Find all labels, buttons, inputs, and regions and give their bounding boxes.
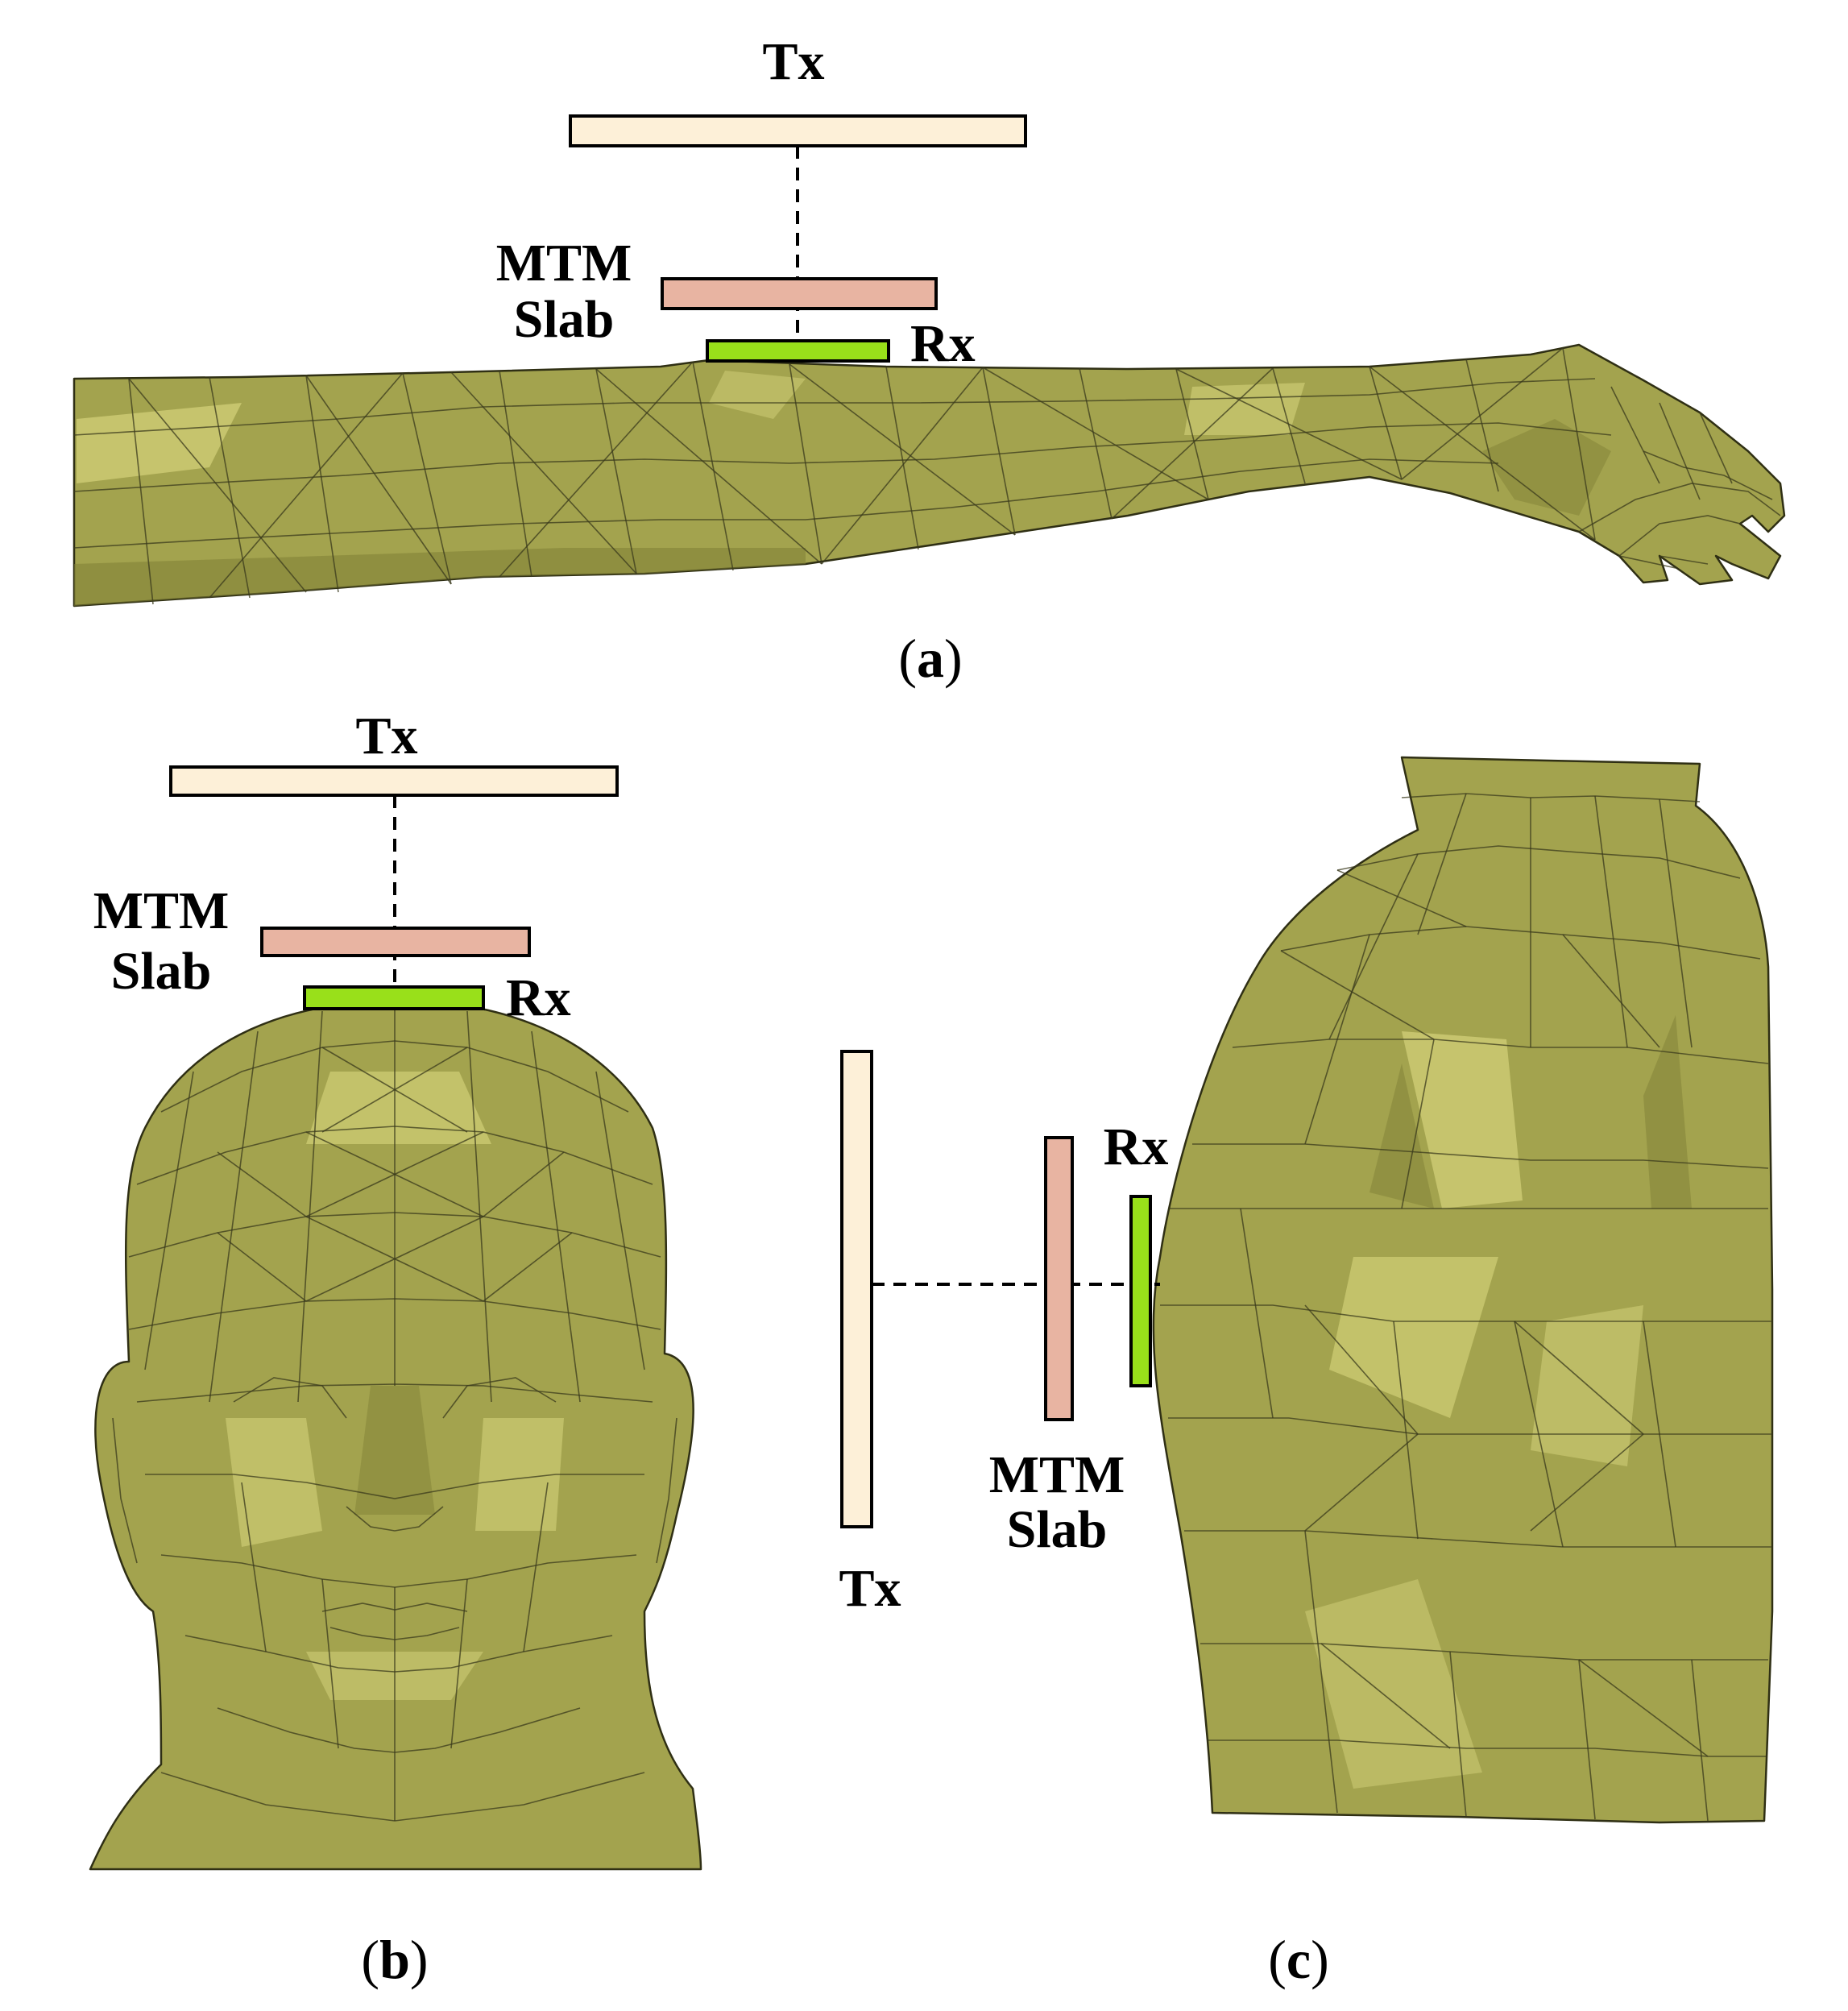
rx-label-b: Rx [506,968,571,1027]
tx-antenna-c: Tx [839,1050,901,1618]
tx-antenna-b: Tx [169,707,619,797]
panel-a: Tx MTM Slab Rx (a) [73,32,1786,689]
head-body [89,999,702,1871]
arm-highlight-3 [709,371,806,419]
caption-b: (b) [361,1929,428,1990]
arm-highlight-1 [77,403,242,483]
mtm-slab-a: MTM Slab [496,234,938,349]
head-mesh-lines [112,1001,677,1822]
mtm-slab-c: MTM Slab [989,1136,1125,1559]
rx-label-c: Rx [1104,1117,1169,1176]
rx-plate-c [1129,1195,1152,1387]
arm-highlight-2 [1184,383,1305,435]
torso-highlight-abdomen-1 [1329,1257,1498,1418]
mtm-label-b-line1: MTM [93,881,230,940]
head-highlight-forehead [306,1072,491,1144]
head-highlight-cheek-left [226,1418,322,1547]
arm-model [73,343,1786,607]
mtm-label-a-line2: Slab [514,290,615,349]
rx-label-a: Rx [910,314,976,373]
mtm-slab-b: MTM Slab [93,881,531,1001]
mtm-plate-a [661,277,938,310]
head-highlight-cheek-right [475,1418,564,1531]
torso-mesh-lines [1160,793,1772,1822]
mtm-label-b-line2: Slab [111,942,212,1001]
arm-mesh-lines [73,347,1781,605]
caption-c: (c) [1268,1929,1329,1990]
torso-model [1152,756,1774,1824]
rx-plate-b [303,985,485,1010]
rx-antenna-a: Rx [706,314,976,373]
torso-highlight-chest [1402,1031,1523,1209]
mtm-plate-b [260,927,531,957]
mtm-plate-c [1044,1136,1074,1421]
tx-antenna-a: Tx [569,32,1027,147]
torso-shadow-side [1643,1015,1692,1209]
torso-highlight-abdomen-2 [1531,1305,1643,1466]
caption-a: (a) [898,628,962,689]
panel-c: Tx MTM Slab Rx (c) [839,756,1774,1990]
tx-label-c: Tx [839,1559,901,1618]
tx-plate-a [569,114,1027,147]
torso-shadow-pocket [1369,1064,1434,1209]
rx-plate-a [706,339,890,363]
tx-plate-c [840,1050,873,1528]
rx-antenna-c: Rx [1104,1117,1169,1387]
mtm-label-c-line2: Slab [1007,1500,1108,1559]
tx-label-a: Tx [762,32,824,91]
arm-shadow-1 [74,548,806,606]
mtm-label-a-line1: MTM [496,234,632,292]
mtm-label-c-line1: MTM [989,1445,1125,1504]
tx-label-b: Tx [355,707,417,765]
torso-highlight-lower [1305,1579,1482,1789]
arm-body [73,343,1786,607]
head-model [89,999,702,1871]
tx-plate-b [169,765,619,797]
rx-antenna-b: Rx [303,968,571,1027]
panel-b: Tx MTM Slab Rx (b) [89,707,702,1990]
head-shadow-nose [354,1386,435,1515]
